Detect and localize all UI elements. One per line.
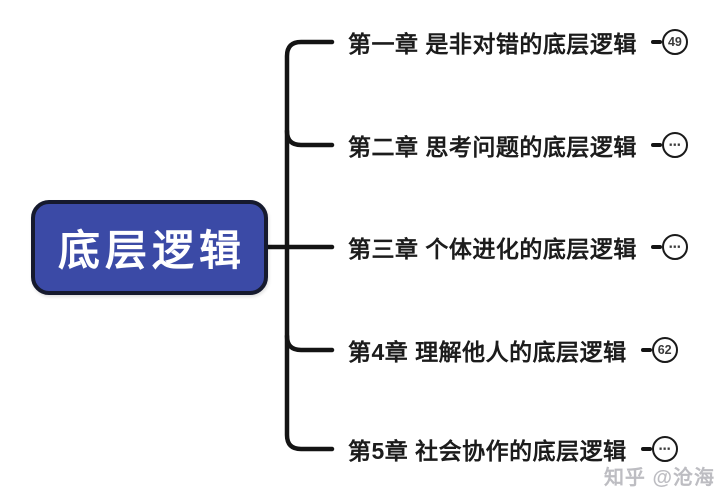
branch-node-chapter-3[interactable]: 第三章 个体进化的底层逻辑 ⋯	[348, 230, 688, 264]
branch-label: 第4章 理解他人的底层逻辑	[348, 339, 627, 365]
connector-spine-up-branch-1	[284, 39, 335, 250]
ellipsis-badge[interactable]: ⋯	[651, 436, 678, 462]
branch-label: 第二章 思考问题的底层逻辑	[348, 134, 637, 160]
root-node-label: 底层逻辑	[57, 227, 246, 274]
badge-connector-icon	[640, 347, 652, 353]
branch-node-chapter-2[interactable]: 第二章 思考问题的底层逻辑 ⋯	[348, 128, 688, 162]
badge[interactable]: 62	[640, 337, 678, 363]
badge[interactable]: 49	[650, 29, 688, 55]
branch-label: 第5章 社会协作的底层逻辑	[348, 438, 627, 464]
connector-spine-down-branch-5	[284, 244, 335, 452]
branch-node-chapter-1[interactable]: 第一章 是非对错的底层逻辑 49	[348, 25, 688, 59]
connector-branch-2	[284, 128, 335, 148]
badge[interactable]: ⋯	[640, 436, 678, 462]
watermark: 知乎 @沧海	[603, 467, 715, 489]
badge-connector-icon	[650, 142, 662, 148]
badge-connector-icon	[650, 244, 662, 250]
badge[interactable]: ⋯	[650, 234, 688, 260]
count-badge[interactable]: 62	[651, 337, 678, 363]
ellipsis-badge[interactable]: ⋯	[661, 234, 688, 260]
branch-label: 第三章 个体进化的底层逻辑	[348, 236, 637, 262]
branch-node-chapter-5[interactable]: 第5章 社会协作的底层逻辑 ⋯	[348, 432, 678, 466]
branch-node-chapter-4[interactable]: 第4章 理解他人的底层逻辑 62	[348, 333, 678, 367]
badge[interactable]: ⋯	[650, 132, 688, 158]
badge-connector-icon	[640, 446, 652, 452]
ellipsis-badge[interactable]: ⋯	[661, 132, 688, 158]
badge-connector-icon	[650, 39, 662, 45]
root-node[interactable]: 底层逻辑	[31, 200, 268, 295]
branch-label: 第一章 是非对错的底层逻辑	[348, 31, 637, 57]
connector-branch-4	[284, 333, 335, 353]
count-badge[interactable]: 49	[661, 29, 688, 55]
